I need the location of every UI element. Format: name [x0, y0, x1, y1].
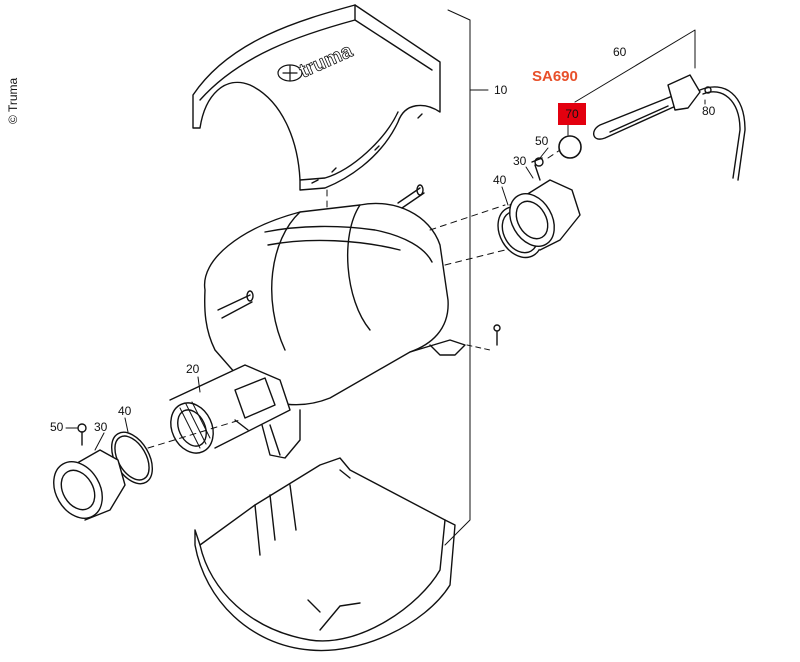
- tank-body: [203, 184, 466, 459]
- part-label-70: 70: [565, 107, 579, 121]
- part-label-80: 80: [702, 104, 716, 118]
- part-label-50-right: 50: [535, 134, 549, 148]
- right-fittings: [497, 157, 581, 259]
- lower-cover: [194, 457, 456, 652]
- part-label-10: 10: [494, 83, 508, 97]
- heating-element: [593, 74, 746, 181]
- part-label-60: 60: [613, 45, 627, 59]
- copyright-label: © Truma: [6, 77, 20, 124]
- part-label-30-left: 30: [94, 420, 108, 434]
- part-label-40-right: 40: [493, 173, 507, 187]
- burner-tube: [169, 364, 291, 454]
- upper-cover: [192, 4, 441, 191]
- part-label-40-left: 40: [118, 404, 132, 418]
- kit-label: SA690: [532, 68, 578, 85]
- seal-ring-70: [558, 135, 582, 159]
- left-fittings: [53, 423, 154, 521]
- highlight-box: [558, 103, 586, 125]
- part-label-20: 20: [186, 362, 200, 376]
- part-label-50-left: 50: [50, 420, 64, 434]
- part-label-30-right: 30: [513, 154, 527, 168]
